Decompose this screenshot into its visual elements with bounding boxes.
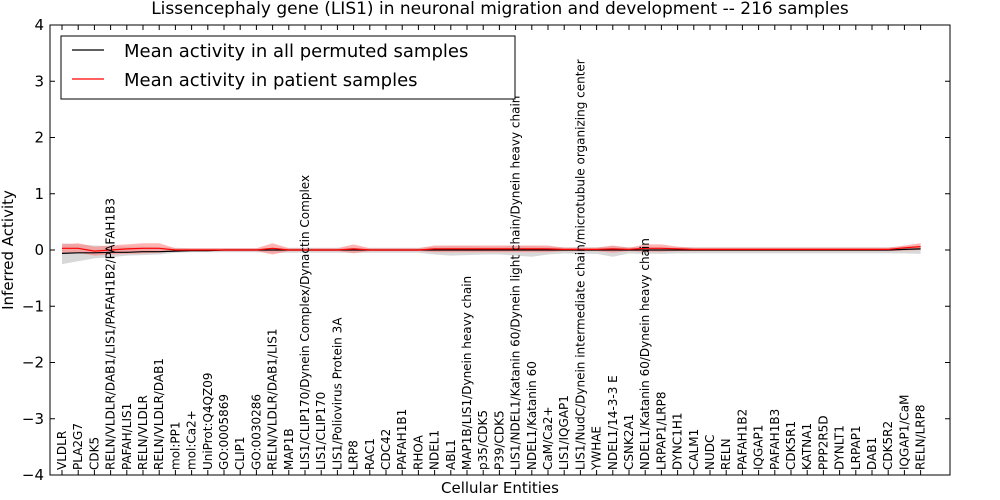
x-tick-label: CDK5R2 [881, 421, 895, 470]
legend-box [60, 35, 516, 100]
x-tick-label: NDEL1/Katanin 60 [525, 361, 539, 470]
x-tick-label: PAFAH1B2 [735, 409, 749, 470]
legend: Mean activity in all permuted samples Me… [60, 35, 516, 100]
y-tick-label: 0 [34, 241, 44, 259]
x-tick-label: LRP8 [347, 440, 361, 470]
x-tick-label: IQGAP1 [752, 425, 766, 470]
x-tick-label: RAC1 [363, 438, 377, 470]
x-tick-label: GO:0030286 [249, 394, 263, 470]
x-tick-label: CaM/Ca2+ [541, 406, 555, 470]
confidence-bands [62, 243, 921, 265]
x-tick-label: LRPAP1 [849, 425, 863, 470]
x-tick-label: mol:Ca2+ [185, 410, 199, 470]
x-tick-label: CDK5 [87, 437, 101, 470]
x-tick-label: RHOA [411, 434, 425, 470]
x-tick-label: LIS1/NudC/Dynein intermediate chain/micr… [573, 59, 587, 470]
x-tick-label: CDK5R1 [784, 421, 798, 470]
x-tick-label: DAB1 [865, 437, 879, 470]
x-tick-label: RELN/VLDLR [136, 395, 150, 470]
x-tick-label: PAFAH1B1 [395, 409, 409, 470]
x-tick-label: IQGAP1/CaM [897, 395, 911, 471]
x-tick-label: MAP1B/LIS1/Dynein heavy chain [460, 276, 474, 470]
x-tick-label: DYNLT1 [833, 425, 847, 470]
y-tick-label: 4 [34, 16, 44, 34]
legend-label-patient: Mean activity in patient samples [124, 70, 418, 91]
x-tick-label: NDEL1/Katanin 60/Dynein heavy chain [638, 238, 652, 470]
x-tick-label: LIS1/IQGAP1 [557, 395, 571, 470]
x-tick-label: LRPAP1/LRP8 [654, 391, 668, 470]
x-tick-label: PAFAH1B3 [768, 409, 782, 470]
y-tick-label: −1 [22, 297, 44, 315]
x-tick-label: YWHAE [590, 426, 604, 471]
y-tick-label: 1 [34, 185, 44, 203]
x-tick-label: UniProt:Q4QZ09 [201, 372, 215, 470]
x-tick-label: CDC42 [379, 429, 393, 470]
x-tick-label: LIS1/Poliovirus Protein 3A [330, 317, 344, 470]
x-tick-label: MAP1B [282, 428, 296, 470]
x-tick-label: PLA2G7 [71, 423, 85, 470]
x-tick-label: CALM1 [687, 429, 701, 470]
y-tick-label: 3 [34, 72, 44, 90]
x-tick-label: NUDC [703, 435, 717, 470]
x-tick-label: NDEL1/14-3-3 E [606, 375, 620, 470]
x-tick-label: LIS1/NDEL1/Katanin 60/Dynein light chain… [509, 96, 523, 470]
x-tick-label: ABL1 [444, 439, 458, 470]
patient-mean-line [62, 246, 921, 252]
legend-label-permuted: Mean activity in all permuted samples [124, 41, 468, 62]
x-tick-label: p35/CDK5 [476, 410, 490, 470]
x-tick-label: NDEL1 [428, 430, 442, 470]
x-tick-label: RELN [719, 438, 733, 470]
y-tick-label: −3 [22, 410, 44, 428]
x-axis-label: Cellular Entities [441, 479, 559, 497]
y-tick-label: 2 [34, 129, 44, 147]
y-axis-label: Inferred Activity [0, 190, 17, 310]
x-tick-label: LIS1/CLIP170 [314, 392, 328, 470]
y-tick-label: −2 [22, 354, 44, 372]
x-tick-label: mol:PP1 [168, 421, 182, 470]
x-tick-label: RELN/VLDLR/DAB1/LIS1/PAFAH1B2/PAFAH1B3 [104, 198, 118, 470]
x-tick-label: PPP2R5D [816, 415, 830, 470]
y-tick-label: −4 [22, 466, 44, 484]
x-tick-label: GO:0005869 [217, 394, 231, 470]
x-tick-label: KATNA1 [800, 423, 814, 470]
chart-title: Lissencephaly gene (LIS1) in neuronal mi… [151, 0, 849, 19]
x-tick-label: CLIP1 [233, 437, 247, 470]
x-tick-label: VLDLR [55, 431, 69, 470]
series-lines [61, 246, 921, 254]
x-tick-label: DYNC1H1 [671, 412, 685, 470]
x-tick-label: CSNK2A1 [622, 414, 636, 470]
x-tick-label: RELN/LRP8 [914, 404, 928, 470]
x-tick-label: PAFAH/LIS1 [120, 403, 134, 470]
x-tick-label: RELN/VLDLR/DAB1/LIS1 [266, 329, 280, 470]
plot-frame [49, 24, 951, 476]
x-tick-label: RELN/VLDLR/DAB1 [152, 358, 166, 470]
x-tick-label: P39/CDK5 [492, 410, 506, 470]
y-axis-ticks: −4 −3 −2 −1 0 1 2 3 4 [22, 16, 950, 484]
x-tick-label: LIS1/CLIP170/Dynein Complex/Dynactin Com… [298, 175, 312, 470]
